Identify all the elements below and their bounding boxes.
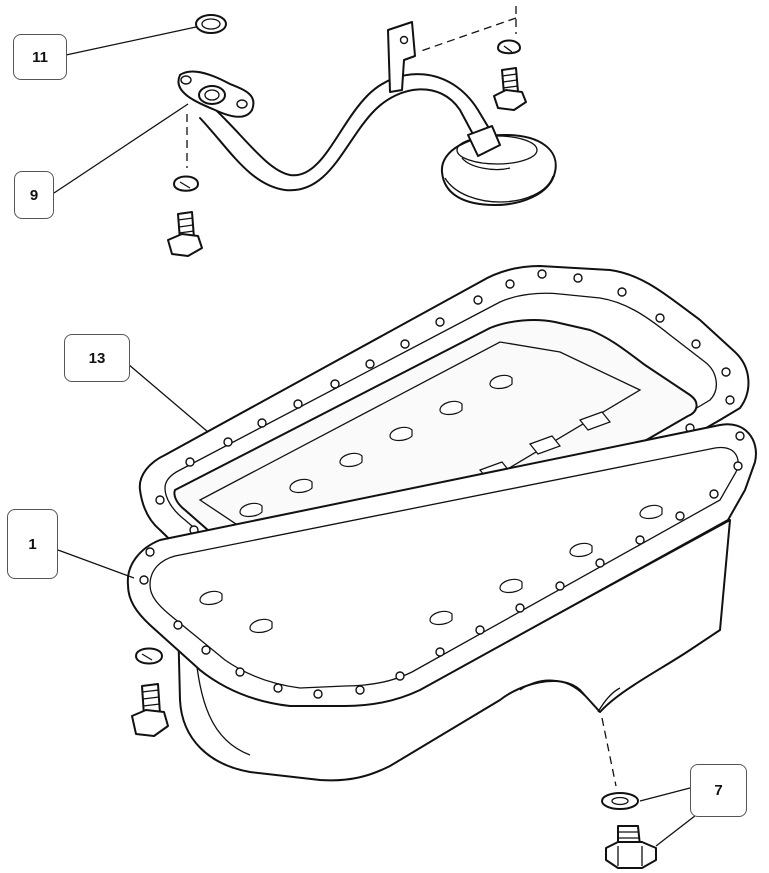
callout-13: 13 bbox=[64, 334, 130, 382]
pan-flange-holes bbox=[139, 431, 745, 699]
leader-lines bbox=[53, 26, 701, 847]
callout-11: 11 bbox=[13, 34, 67, 80]
bolt-top-right bbox=[493, 67, 527, 111]
callout-1: 1 bbox=[7, 509, 58, 579]
drain-plug-part-7 bbox=[605, 825, 657, 869]
bolt-pan-left bbox=[131, 683, 169, 737]
o-ring-part-11 bbox=[195, 14, 227, 34]
oil-pickup-tube-part-9 bbox=[177, 21, 557, 206]
drain-washer bbox=[601, 792, 639, 810]
washer-top-right bbox=[497, 39, 521, 55]
washer-pan-left bbox=[135, 647, 163, 665]
alignment-lines-top bbox=[186, 6, 517, 168]
callout-9: 9 bbox=[14, 171, 54, 219]
alignment-line-drain bbox=[601, 717, 617, 787]
bolt-left bbox=[167, 211, 203, 257]
oil-pan-part-1 bbox=[126, 423, 757, 782]
washer-left bbox=[173, 175, 199, 192]
callout-7: 7 bbox=[690, 764, 747, 817]
